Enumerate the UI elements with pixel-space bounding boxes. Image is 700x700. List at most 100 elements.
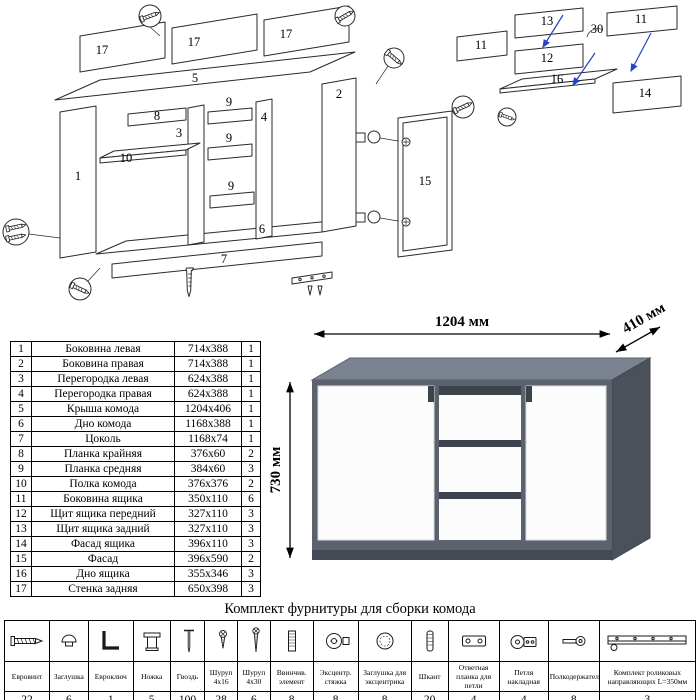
- part-num: 8: [10, 446, 32, 462]
- part-callout-label: 6: [259, 222, 265, 236]
- part-callout-label: 17: [280, 27, 293, 41]
- part-name: Боковина ящика: [31, 491, 175, 507]
- part-size: 376x60: [174, 446, 242, 462]
- part-qty: 3: [241, 581, 261, 597]
- part-qty: 1: [241, 341, 261, 357]
- hw-icon-cell: [132, 620, 171, 662]
- hw-icon-cell: [312, 620, 359, 662]
- hw-icon-cell: [237, 620, 271, 662]
- screw-4x30-icon: [252, 627, 260, 653]
- hardware-qty-row: 22 6 1 5 100 28 6 8 8 8 20 4 4 8 3: [4, 691, 697, 700]
- hex-key-icon: [102, 631, 119, 650]
- angle-arc: [586, 28, 604, 38]
- door-hinge-hardware: [355, 130, 411, 227]
- hw-icon-cell: [204, 620, 239, 662]
- part-num: 16: [10, 566, 32, 582]
- part-name: Щит ящика передний: [31, 506, 175, 522]
- part-qty: 6: [241, 491, 261, 507]
- hw-name: Гвоздь: [169, 661, 206, 692]
- hw-icon-cell: [48, 620, 89, 662]
- hw-name: Полкодержатель: [547, 661, 600, 692]
- drawer-fastener-callouts: [451, 95, 517, 127]
- angle-value-label: 30: [591, 22, 604, 36]
- hinge-icon: [510, 635, 537, 649]
- part-size: 624x388: [174, 371, 242, 387]
- hw-icon-cell: [269, 620, 314, 662]
- part-callout-label: 8: [154, 109, 160, 123]
- cabinet-parts: [54, 5, 453, 279]
- part-size: 1168x74: [174, 431, 242, 447]
- part-qty: 3: [241, 566, 261, 582]
- part-num: 12: [10, 506, 32, 522]
- dresser-body: [310, 357, 652, 561]
- part-num: 6: [10, 416, 32, 432]
- hw-qty: 28: [204, 691, 239, 700]
- part-name: Цоколь: [31, 431, 175, 447]
- part-callout-label: 11: [475, 38, 487, 52]
- hw-icon-cell: [357, 620, 412, 662]
- hw-name: Шуруп 4x30: [237, 661, 271, 692]
- hw-name: Заглушка для эксцентрика: [357, 661, 412, 692]
- hw-qty: 3: [598, 691, 697, 700]
- drawer-handle-slot: [439, 386, 521, 395]
- eccentric-cam-icon: [325, 633, 350, 649]
- part-callout-label: 10: [120, 151, 133, 165]
- fastener-callouts: [2, 4, 405, 301]
- hinge-plate-icon: [461, 635, 486, 647]
- depth-dimension: 410 мм: [620, 300, 668, 337]
- hw-qty: 22: [4, 691, 50, 700]
- part-name: Фасад: [31, 551, 175, 567]
- part-name: Перегородка левая: [31, 371, 175, 387]
- part-qty: 1: [241, 401, 261, 417]
- hw-qty: 5: [132, 691, 171, 700]
- hw-qty: 20: [410, 691, 449, 700]
- part-qty: 1: [241, 416, 261, 432]
- hw-icon-cell: [169, 620, 206, 662]
- part-size: 714x388: [174, 356, 242, 372]
- part-callout-label: 7: [221, 252, 227, 266]
- part-callout-label: 15: [419, 174, 432, 188]
- hardware-name-row: Евровинт Заглушка Евроключ Ножка Гвоздь …: [4, 661, 697, 692]
- threaded-insert-icon: [287, 630, 296, 652]
- part-callout-label: 9: [226, 95, 232, 109]
- hw-name: Комплект роликовых направляющих L=350мм: [598, 661, 697, 692]
- part-size: 355x346: [174, 566, 242, 582]
- hw-qty: 1: [87, 691, 134, 700]
- dresser-render: 1204 мм 730 мм 410 мм: [268, 300, 668, 561]
- part-callout-label: 12: [541, 51, 554, 65]
- hardware-table: Евровинт Заглушка Евроключ Ножка Гвоздь …: [4, 620, 697, 700]
- part-name: Щит ящика задний: [31, 521, 175, 537]
- part-size: 396x110: [174, 536, 242, 552]
- part-num: 11: [10, 491, 32, 507]
- drawer-2: [439, 447, 521, 492]
- dowel-icon: [426, 630, 434, 652]
- part-size: 1168x388: [174, 416, 242, 432]
- hw-name: Петля накладная: [498, 661, 549, 692]
- part-qty: 3: [241, 536, 261, 552]
- part-num: 17: [10, 581, 32, 597]
- hw-icon-cell: [87, 620, 134, 662]
- hw-qty: 4: [447, 691, 500, 700]
- hw-name: Евровинт: [4, 661, 50, 692]
- part-name: Боковина правая: [31, 356, 175, 372]
- hw-qty: 6: [48, 691, 89, 700]
- part-callout-label: 5: [192, 71, 198, 85]
- part-qty: 3: [241, 506, 261, 522]
- drawer-exploded-diagram: 13 11 11 12 16 14 30: [451, 5, 682, 127]
- hw-qty: 8: [269, 691, 314, 700]
- part-name: Перегородка правая: [31, 386, 175, 402]
- hw-name: Шуруп 4x16: [204, 661, 239, 692]
- part-num: 2: [10, 356, 32, 372]
- part-num: 3: [10, 371, 32, 387]
- hw-icon-cell: [598, 620, 697, 662]
- part-callout-label: 4: [261, 110, 268, 124]
- part-size: 396x590: [174, 551, 242, 567]
- leg-icon: [143, 632, 161, 651]
